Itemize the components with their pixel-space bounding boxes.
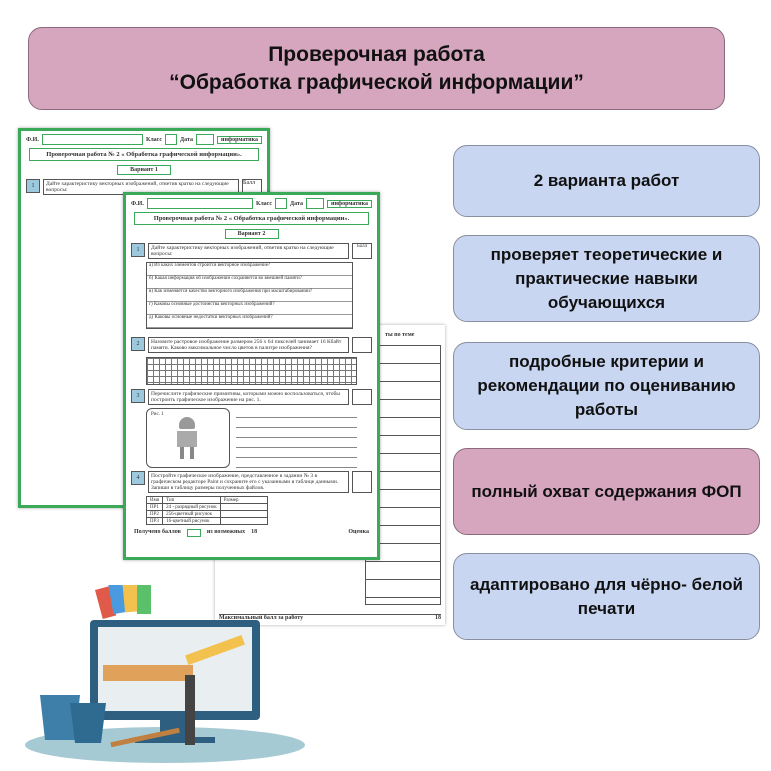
th: Имя xyxy=(145,496,164,504)
th: Размер xyxy=(219,496,268,504)
subject-label: информатика xyxy=(327,199,372,208)
td: 256-цветный рисунок xyxy=(162,510,221,518)
td: ПР3 xyxy=(145,517,164,525)
criteria-max: 18 xyxy=(435,615,441,621)
doc-title: Проверочная работа № 2 « Обработка графи… xyxy=(29,148,259,161)
figure-label: Рис. 1 xyxy=(151,412,164,417)
td: 24 - разрядный рисунок xyxy=(162,503,221,511)
sub-question: д) Каковы основные недостатки векторных … xyxy=(147,315,352,328)
fio-label: Ф.И. xyxy=(26,136,39,143)
td: 16-цветный рисунок xyxy=(162,517,221,525)
question-1: Дайте характеристику векторных изображен… xyxy=(148,243,349,259)
pixel-grid xyxy=(146,357,357,385)
feature-skills: проверяет теоретические и практические н… xyxy=(453,235,760,322)
fio-label: Ф.И. xyxy=(131,200,144,207)
footer-grade: Оценка xyxy=(348,529,369,535)
date-label: Дата xyxy=(290,200,304,207)
td: ПР2 xyxy=(145,510,164,518)
td: ПР1 xyxy=(145,503,164,511)
criteria-footer: Максимальный балл за работу xyxy=(219,615,304,621)
subject-label: информатика xyxy=(217,135,262,144)
variant-2-preview: Ф.И. Класс Дата информатика Проверочная раб… xyxy=(123,192,380,560)
class-label: Класс xyxy=(145,136,163,143)
sub-question: а) Из каких элементов строится векторное… xyxy=(147,263,352,276)
question-1-answers: а) Из каких элементов строится векторное… xyxy=(146,262,353,329)
criteria-title: ты по теме xyxy=(385,332,415,338)
feature-fop: полный охват содержания ФОП xyxy=(453,448,760,535)
ball-label: Балл xyxy=(352,243,372,259)
sub-question: г) Каковы основные достоинства векторных… xyxy=(147,302,352,315)
figure-1: Рис. 1 xyxy=(146,408,230,468)
title-banner: Проверочная работа “Обработка графическо… xyxy=(28,27,725,110)
class-label: Класс xyxy=(255,200,273,207)
variant-label: Вариант 2 xyxy=(224,229,279,239)
doc-title: Проверочная работа № 2 « Обработка графи… xyxy=(134,212,369,225)
sub-question: в) Как изменяется качество векторного из… xyxy=(147,289,352,302)
feature-criteria: подробные критерии и рекомендации по оце… xyxy=(453,342,760,430)
question-4: Постройте графическое изображение, предс… xyxy=(148,471,349,493)
feature-bw-print: адаптировано для чёрно- белой печати xyxy=(453,553,760,640)
date-label: Дата xyxy=(180,136,194,143)
th: Тип xyxy=(162,496,221,504)
question-3: Перечислите графические примитивы, котор… xyxy=(148,389,349,405)
sub-question: б) Какая информация об изображении сохра… xyxy=(147,276,352,289)
feature-variants: 2 варианта работ xyxy=(453,145,760,217)
question-2: Назовите растровое изображение размером … xyxy=(148,337,349,353)
variant-label: Вариант 1 xyxy=(117,165,171,175)
title-line-2: “Обработка графической информации” xyxy=(169,70,584,94)
footer-of: из возможных xyxy=(206,529,246,535)
footer-max: 18 xyxy=(251,529,258,535)
computer-paint-illustration xyxy=(25,585,305,763)
footer-points: Получено баллов xyxy=(134,529,181,535)
title-line-1: Проверочная работа xyxy=(268,42,485,66)
